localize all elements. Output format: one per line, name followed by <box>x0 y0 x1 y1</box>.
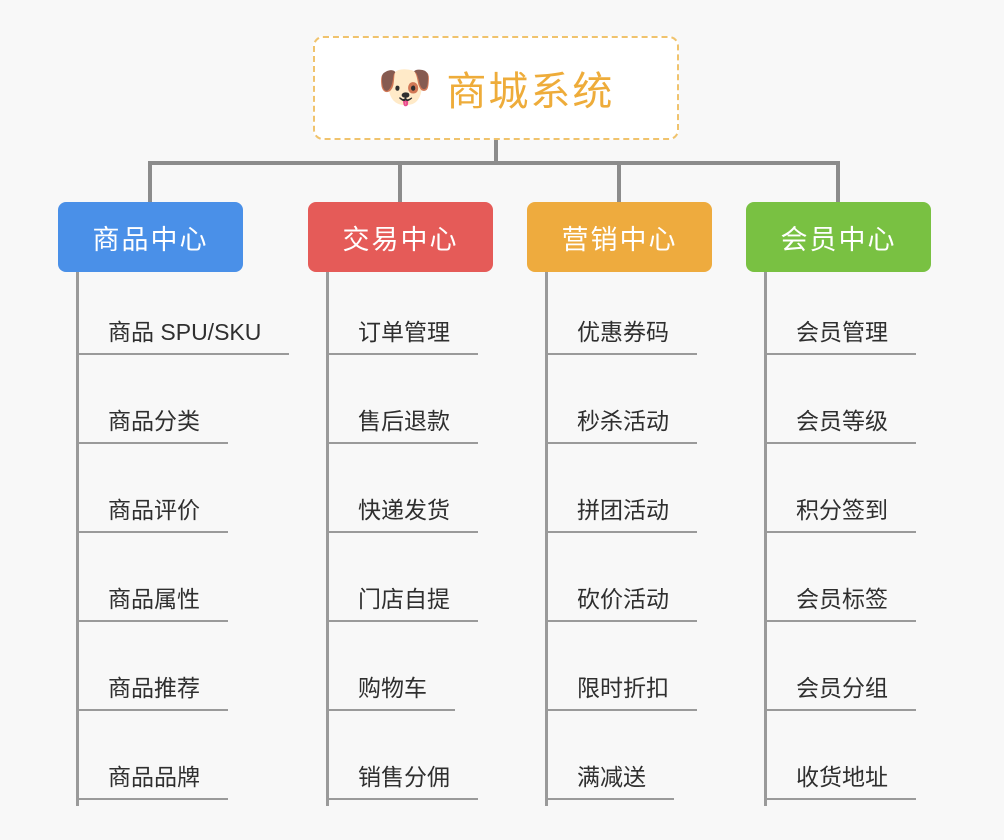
leaf-trunk-line <box>764 272 767 806</box>
leaf-item[interactable]: 购物车 <box>326 628 493 717</box>
leaf-item[interactable]: 商品推荐 <box>76 628 243 717</box>
category-column-3: 营销中心优惠券码秒杀活动拼团活动砍价活动限时折扣满减送 <box>527 202 712 806</box>
leaf-item-label: 商品评价 <box>76 491 228 533</box>
leaf-item[interactable]: 会员等级 <box>764 361 931 450</box>
leaf-item-label: 商品分类 <box>76 402 228 444</box>
leaf-item-label: 购物车 <box>326 669 455 711</box>
leaf-item[interactable]: 商品属性 <box>76 539 243 628</box>
category-header-label: 营销中心 <box>561 224 678 255</box>
leaf-item-label: 商品 SPU/SKU <box>76 313 290 355</box>
leaf-item-label: 门店自提 <box>326 580 478 622</box>
leaf-item-label: 销售分佣 <box>326 758 478 800</box>
category-header-2[interactable]: 交易中心 <box>308 202 493 272</box>
leaf-trunk-line <box>76 272 79 806</box>
leaf-item[interactable]: 满减送 <box>545 717 712 806</box>
leaf-item-label: 快递发货 <box>326 491 478 533</box>
dog-face-icon: 🐶 <box>377 63 433 112</box>
leaf-item-label: 积分签到 <box>764 491 916 533</box>
drop-connector-2 <box>398 161 402 205</box>
leaf-item[interactable]: 收货地址 <box>764 717 931 806</box>
category-column-1: 商品中心商品 SPU/SKU 商品分类商品评价商品属性商品推荐商品品牌 <box>58 202 290 806</box>
leaf-list-2: 订单管理售后退款快递发货门店自提购物车销售分佣 <box>326 272 493 806</box>
leaf-item-label: 会员分组 <box>764 669 916 711</box>
category-header-3[interactable]: 营销中心 <box>527 202 712 272</box>
leaf-trunk-line <box>326 272 329 806</box>
leaf-item-label: 满减送 <box>545 758 674 800</box>
leaf-item[interactable]: 会员管理 <box>764 272 931 361</box>
leaf-list-4: 会员管理会员等级积分签到会员标签会员分组收货地址 <box>764 272 931 806</box>
category-header-label: 商品中心 <box>92 224 209 255</box>
leaf-item[interactable]: 砍价活动 <box>545 539 712 628</box>
leaf-item-label: 秒杀活动 <box>545 402 697 444</box>
leaf-item-label: 会员管理 <box>764 313 916 355</box>
leaf-item[interactable]: 拼团活动 <box>545 450 712 539</box>
leaf-item-label: 订单管理 <box>326 313 478 355</box>
leaf-trunk-line <box>545 272 548 806</box>
leaf-item[interactable]: 商品分类 <box>76 361 243 450</box>
leaf-item[interactable]: 秒杀活动 <box>545 361 712 450</box>
leaf-item-label: 优惠券码 <box>545 313 697 355</box>
leaf-item-label: 会员等级 <box>764 402 916 444</box>
drop-connector-3 <box>617 161 621 205</box>
category-header-label: 会员中心 <box>780 224 897 255</box>
leaf-item[interactable]: 商品 SPU/SKU <box>76 272 290 361</box>
root-node[interactable]: 🐶 商城系统 <box>313 36 679 140</box>
leaf-item[interactable]: 商品评价 <box>76 450 243 539</box>
root-stem-connector <box>494 140 498 164</box>
leaf-item[interactable]: 积分签到 <box>764 450 931 539</box>
leaf-list-1: 商品 SPU/SKU 商品分类商品评价商品属性商品推荐商品品牌 <box>76 272 290 806</box>
leaf-item[interactable]: 商品品牌 <box>76 717 243 806</box>
drop-connector-4 <box>836 161 840 205</box>
leaf-item[interactable]: 会员标签 <box>764 539 931 628</box>
leaf-item-label: 商品属性 <box>76 580 228 622</box>
leaf-list-3: 优惠券码秒杀活动拼团活动砍价活动限时折扣满减送 <box>545 272 712 806</box>
leaf-item-label: 商品品牌 <box>76 758 228 800</box>
leaf-item-label: 售后退款 <box>326 402 478 444</box>
leaf-item[interactable]: 订单管理 <box>326 272 493 361</box>
category-column-2: 交易中心订单管理售后退款快递发货门店自提购物车销售分佣 <box>308 202 493 806</box>
leaf-item-label: 砍价活动 <box>545 580 697 622</box>
leaf-item[interactable]: 限时折扣 <box>545 628 712 717</box>
category-header-1[interactable]: 商品中心 <box>58 202 243 272</box>
leaf-item-label: 收货地址 <box>764 758 916 800</box>
drop-connector-1 <box>148 161 152 205</box>
leaf-item[interactable]: 会员分组 <box>764 628 931 717</box>
leaf-item-label: 拼团活动 <box>545 491 697 533</box>
leaf-item-label: 会员标签 <box>764 580 916 622</box>
category-column-4: 会员中心会员管理会员等级积分签到会员标签会员分组收货地址 <box>746 202 931 806</box>
category-header-label: 交易中心 <box>342 224 459 255</box>
horizontal-bus-connector <box>148 161 840 165</box>
leaf-item[interactable]: 优惠券码 <box>545 272 712 361</box>
leaf-item-label: 限时折扣 <box>545 669 697 711</box>
leaf-item[interactable]: 售后退款 <box>326 361 493 450</box>
leaf-item-label: 商品推荐 <box>76 669 228 711</box>
leaf-item[interactable]: 快递发货 <box>326 450 493 539</box>
leaf-item[interactable]: 门店自提 <box>326 539 493 628</box>
root-title: 商城系统 <box>446 70 615 114</box>
leaf-item[interactable]: 销售分佣 <box>326 717 493 806</box>
category-header-4[interactable]: 会员中心 <box>746 202 931 272</box>
